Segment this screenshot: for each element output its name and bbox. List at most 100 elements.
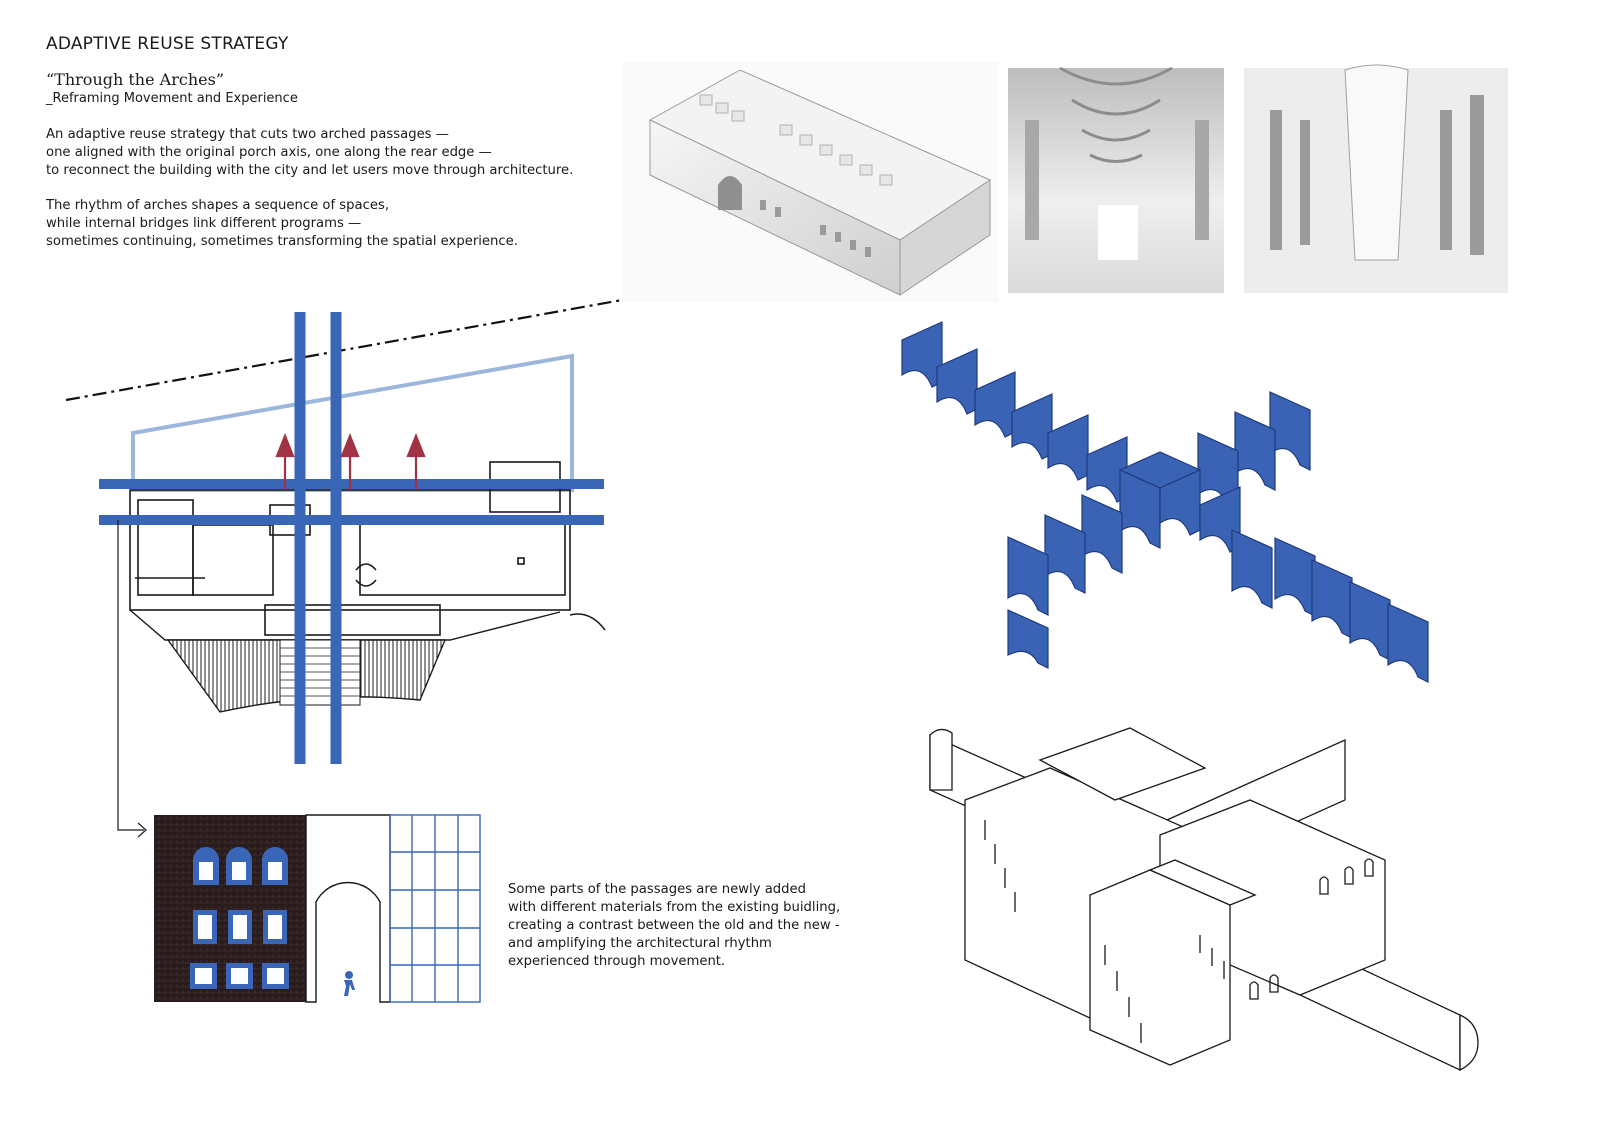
roof-grid-cell	[731, 110, 745, 122]
text-line: experienced through movement.	[508, 954, 726, 969]
interior-render-2	[1244, 64, 1508, 293]
text-line: while internal bridges link different pr…	[46, 216, 362, 231]
arch-array	[901, 321, 1429, 683]
window-pane	[232, 862, 246, 880]
site-outline	[131, 353, 574, 492]
porch-rooms	[264, 604, 441, 636]
column-mark	[517, 557, 525, 565]
room	[192, 524, 274, 596]
arch-panel	[1007, 609, 1049, 669]
arch-panel	[1234, 411, 1276, 491]
roof-grid-cell	[715, 102, 729, 114]
window-pane	[268, 862, 282, 880]
roof-grid-cell	[699, 94, 713, 106]
arch-panel	[936, 348, 978, 415]
side-pier	[1195, 120, 1209, 240]
text-line: and amplifying the architectural rhythm	[508, 936, 772, 951]
intro-paragraph-2: The rhythm of arches shapes a sequence o…	[46, 197, 518, 251]
page-title: ADAPTIVE REUSE STRATEGY	[46, 34, 289, 54]
text-line: An adaptive reuse strategy that cuts two…	[46, 127, 449, 142]
arch-panel	[1159, 469, 1201, 536]
window	[775, 207, 781, 217]
arch-panel	[901, 321, 943, 388]
massing-render	[622, 62, 998, 302]
roof-grid-cell	[839, 154, 853, 166]
window-pane	[267, 968, 284, 984]
arch-panel	[1387, 603, 1429, 683]
roof-grid-cell	[819, 144, 833, 156]
arch-panel	[1081, 494, 1123, 574]
roof-volume	[1038, 727, 1207, 801]
far-opening	[1098, 205, 1138, 260]
text-line: creating a contrast between the old and …	[508, 918, 840, 933]
window-column	[1199, 935, 1225, 979]
window	[760, 200, 766, 210]
arched-windows	[1319, 858, 1374, 895]
window-pane	[231, 968, 248, 984]
arch-panel	[1044, 514, 1086, 594]
room	[359, 519, 566, 596]
window-pane	[198, 915, 212, 939]
window	[820, 225, 826, 235]
section-tagline: _Reframing Movement and Experience	[46, 91, 298, 106]
tunnel-end	[1459, 1013, 1479, 1072]
arch-panel	[1231, 529, 1273, 609]
elevation-detail	[154, 814, 481, 1003]
window-pane	[233, 915, 247, 939]
pier	[1470, 95, 1484, 255]
curb-line	[569, 613, 606, 631]
window-column	[1104, 945, 1142, 1043]
roof-grid-cell	[779, 124, 793, 136]
intro-paragraph-1: An adaptive reuse strategy that cuts two…	[46, 126, 573, 180]
vault-ribs	[1059, 66, 1173, 163]
window-pane	[195, 968, 212, 984]
materials-note: Some parts of the passages are newly add…	[508, 881, 840, 971]
text-line: sometimes continuing, sometimes transfor…	[46, 234, 518, 249]
tunnel-end	[929, 728, 953, 791]
site-boundary-line	[65, 298, 623, 402]
new-arch-passage	[305, 814, 391, 1003]
arch-panel	[1349, 581, 1391, 661]
arch-panel	[1311, 559, 1353, 639]
arch-panel	[974, 371, 1016, 438]
side-facade	[899, 179, 991, 296]
text-line: The rhythm of arches shapes a sequence o…	[46, 198, 390, 213]
arch-panel	[1274, 537, 1316, 617]
arch-panel	[1269, 391, 1311, 471]
section-subtitle: “Through the Arches”	[46, 70, 224, 89]
roof-grid-cell	[859, 164, 873, 176]
arrow-head	[275, 433, 295, 458]
site-plan	[65, 298, 623, 838]
roof-grid-cell	[879, 174, 893, 186]
roof-grid-cell	[799, 134, 813, 146]
text-line: Some parts of the passages are newly add…	[508, 882, 806, 897]
leader-arrowhead	[137, 822, 147, 838]
text-line: one aligned with the original porch axis…	[46, 145, 492, 160]
pier	[1440, 110, 1452, 250]
arrow-head	[406, 433, 426, 458]
arch-panel	[1011, 393, 1053, 460]
window-pane	[199, 862, 213, 880]
interior-render-1	[1008, 66, 1224, 293]
pavilion-roof	[1148, 859, 1257, 906]
vaulted-corridor	[1344, 64, 1409, 261]
window-pane	[268, 915, 282, 939]
arch-panel	[1047, 414, 1089, 481]
side-pier	[1025, 120, 1039, 240]
arrow-head	[340, 433, 360, 458]
pier	[1270, 110, 1282, 250]
door-swing	[355, 563, 377, 587]
text-line: with different materials from the existi…	[508, 900, 841, 915]
window	[850, 240, 856, 250]
arched-opening	[718, 176, 742, 210]
porch-pavilion	[1089, 869, 1231, 1066]
leader-line	[117, 520, 144, 831]
pier	[1300, 120, 1310, 245]
room	[137, 499, 194, 596]
text-line: to reconnect the building with the city …	[46, 163, 574, 178]
walking-person-icon	[344, 971, 355, 996]
central-stair	[279, 639, 361, 706]
building-footprint	[129, 489, 571, 611]
window	[835, 232, 841, 242]
